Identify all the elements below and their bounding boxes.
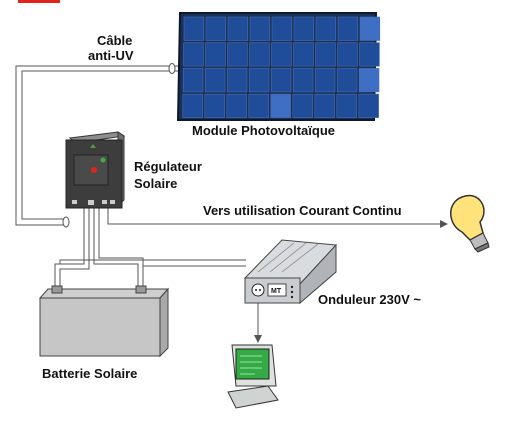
inverter-icon: MT (243, 239, 338, 305)
battery-label: Batterie Solaire (42, 366, 138, 381)
panel-cell (227, 16, 249, 41)
panel-cell (270, 68, 292, 93)
panel-cell (249, 16, 271, 41)
inverter-badge: MT (271, 288, 282, 295)
panel-cell (292, 93, 313, 118)
panel-cell (292, 68, 314, 93)
panel-cell (359, 16, 381, 41)
panel-cell (336, 68, 358, 93)
panel-cell (336, 93, 357, 118)
panel-cell (204, 68, 226, 93)
panel-cell (315, 16, 337, 41)
panel-cell (182, 68, 204, 93)
solar-panel-icon (176, 12, 381, 121)
panel-cell (270, 93, 291, 118)
panel-cell (248, 68, 270, 93)
panel-cell (249, 42, 270, 67)
panel-cell (248, 93, 269, 118)
dc-usage-label: Vers utilisation Courant Continu (203, 203, 402, 218)
panel-cell (227, 42, 248, 67)
panel-cell (314, 68, 336, 93)
cable-label-line2: anti-UV (88, 48, 134, 63)
panel-cell (271, 16, 293, 41)
panel-cell (205, 42, 226, 67)
panel-cell (358, 68, 380, 93)
regulator-label-line2: Solaire (134, 176, 178, 191)
computer-arrow (254, 300, 262, 343)
panel-cell (183, 42, 204, 67)
panel-cell (226, 68, 248, 93)
computer-icon (227, 344, 279, 409)
panel-cell (204, 93, 225, 118)
title-fragment (18, 0, 60, 3)
charge-regulator-icon (65, 131, 126, 209)
module-label: Module Photovoltaïque (192, 123, 335, 138)
panel-cell (358, 93, 379, 118)
dc-usage-arrow (107, 205, 448, 228)
regulator-label-line1: Régulateur (134, 159, 202, 174)
light-bulb-icon (450, 194, 490, 253)
panel-cell (315, 42, 336, 67)
panel-cell (271, 42, 292, 67)
inverter-label: Onduleur 230V ~ (318, 292, 421, 307)
battery-icon (38, 285, 170, 358)
panel-cell (314, 93, 335, 118)
panel-cell (293, 42, 314, 67)
battery-wires (54, 208, 246, 290)
panel-cell (337, 42, 358, 67)
panel-cell (226, 93, 247, 118)
cable-label-line1: Câble (97, 33, 133, 48)
panel-cell (293, 16, 315, 41)
panel-cell (182, 93, 203, 118)
panel-cell (337, 16, 359, 41)
panel-cell (359, 42, 380, 67)
anti-uv-cable (15, 63, 178, 228)
panel-cell (183, 16, 205, 41)
panel-cell (205, 16, 227, 41)
